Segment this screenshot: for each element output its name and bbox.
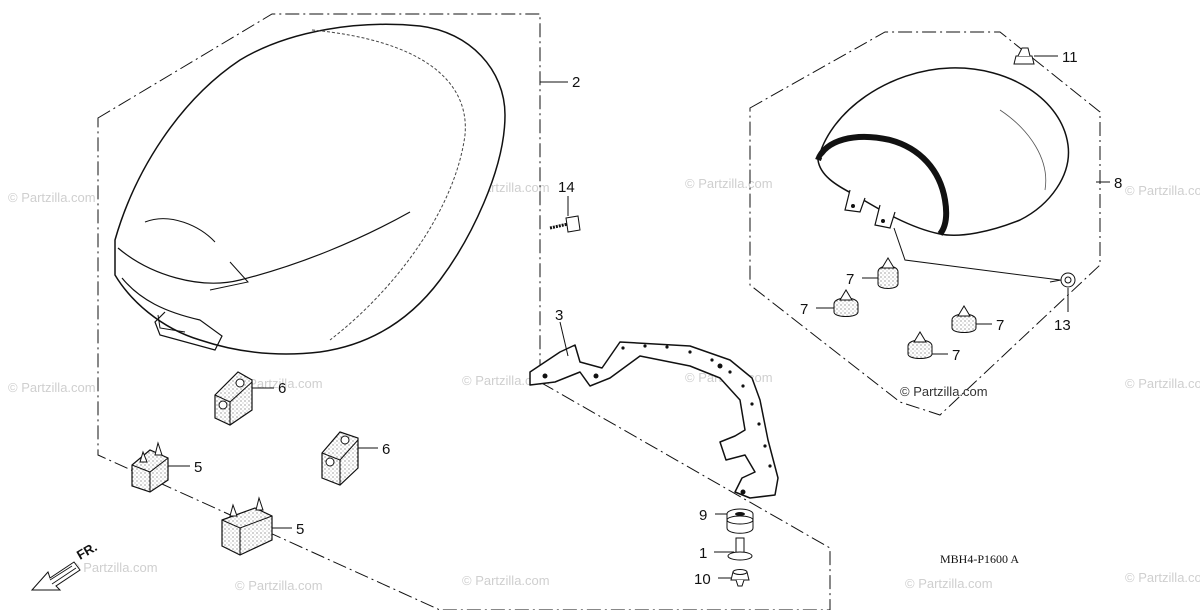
front-seat-cushion-6[interactable] (214, 371, 253, 426)
brand-credit: © Partzilla.com (900, 384, 988, 399)
watermark-text: © Partzilla.com (8, 190, 96, 205)
callout-13: 13 (1054, 317, 1071, 334)
callout-5: 5 (296, 521, 304, 538)
callout-7: 7 (952, 347, 960, 364)
watermark-text: © Partzilla.com (8, 380, 96, 395)
collar-9[interactable] (726, 508, 754, 534)
nut-11[interactable] (1013, 47, 1035, 65)
watermark-text: © Partzilla.com (462, 573, 550, 588)
rear-seat-cushion-7[interactable] (907, 331, 933, 359)
rear-seat-assembly-boundary (749, 31, 1101, 416)
watermark-text: © Partzilla.com (235, 376, 323, 391)
leader-lines (168, 55, 1110, 579)
watermark-text: © Partzilla.com (905, 576, 993, 591)
callout-labels: 2 8 11 13 14 3 6 6 5 5 7 7 7 7 9 1 10 (194, 49, 1122, 588)
callout-8: 8 (1114, 175, 1122, 192)
callout-7: 7 (800, 301, 808, 318)
watermark-text: © Partzilla.com (1125, 376, 1200, 391)
rear-seat-cushion-7[interactable] (877, 257, 899, 289)
front-seat-cushion-6[interactable] (321, 431, 359, 486)
callout-6: 6 (278, 380, 286, 397)
rear-seat-cushion-7[interactable] (951, 305, 977, 333)
callout-7: 7 (846, 271, 854, 288)
front-seat-assembly-boundary (97, 13, 831, 610)
callout-9: 9 (699, 507, 707, 524)
callout-2: 2 (572, 74, 580, 91)
bolt-13[interactable] (1049, 272, 1076, 288)
bolt-14[interactable] (549, 215, 581, 233)
callout-1: 1 (699, 545, 707, 562)
callout-10: 10 (694, 571, 711, 588)
watermark-text: © Partzilla.com (70, 560, 158, 575)
callout-3: 3 (555, 307, 563, 324)
diagram-code: MBH4-P1600 A (940, 552, 1019, 566)
watermark-text: © Partzilla.com (685, 176, 773, 191)
front-seat-cushion-5[interactable] (131, 441, 169, 493)
watermark-text: © Partzilla.com (1125, 570, 1200, 585)
watermark-text: © Partzilla.com (1125, 183, 1200, 198)
seat-bracket[interactable] (529, 341, 779, 499)
front-seat[interactable] (114, 23, 506, 355)
bolt-1[interactable] (727, 537, 753, 561)
watermark-text: © Partzilla.com (462, 373, 550, 388)
rear-seat-cushion-7[interactable] (833, 289, 859, 317)
callout-6: 6 (382, 441, 390, 458)
front-seat-cushion-5[interactable] (221, 496, 273, 556)
watermark-text: © Partzilla.com (235, 578, 323, 593)
callout-14: 14 (558, 179, 575, 196)
nut-10[interactable] (730, 569, 750, 587)
callout-5: 5 (194, 459, 202, 476)
watermark-layer: © Partzilla.com © Partzilla.com © Partzi… (8, 173, 1200, 593)
callout-11: 11 (1062, 49, 1078, 66)
callout-7: 7 (996, 317, 1004, 334)
rear-seat[interactable] (815, 67, 1070, 236)
